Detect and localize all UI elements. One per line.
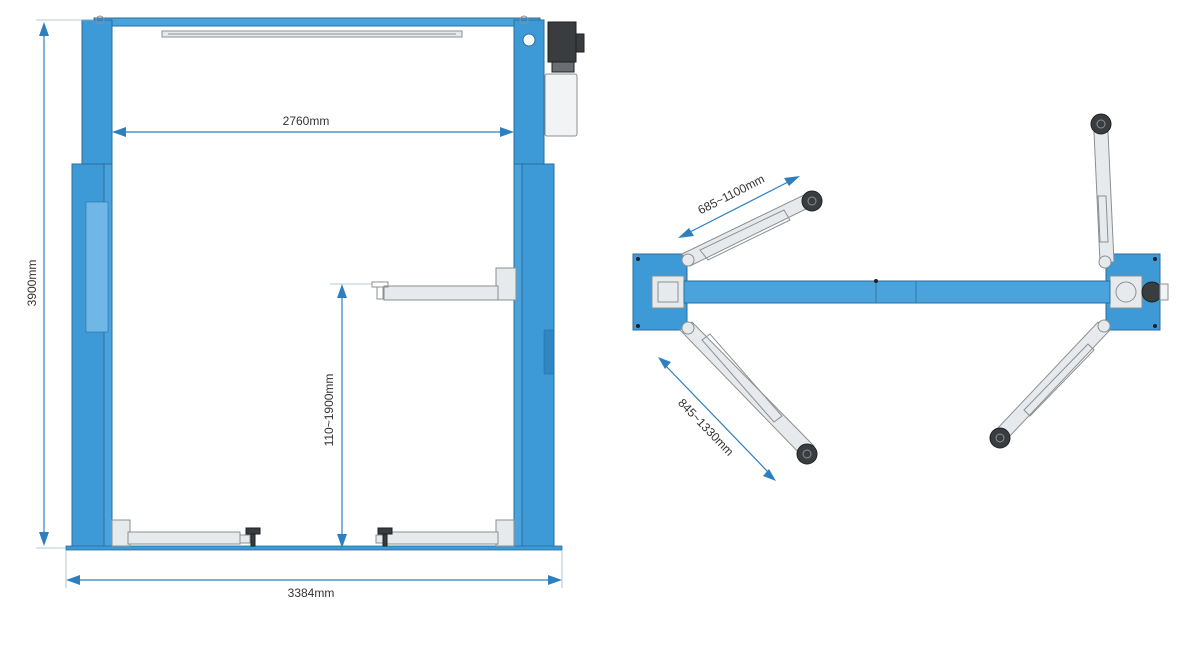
left-column-panel: [85, 201, 109, 333]
motor-icon: [547, 21, 577, 63]
overhead-beam: [93, 17, 541, 27]
front-dimensions: 3900mm 2760mm 110~1900mm 3384mm: [25, 19, 563, 600]
top-overhead-beam: [683, 280, 1111, 304]
top-left-upper-arm: [681, 190, 823, 267]
arm-pad-icon: [989, 427, 1011, 449]
top-right-lower-arm: [989, 319, 1111, 449]
front-view: [65, 15, 585, 551]
lift-height-label: 110~1900mm: [322, 374, 336, 447]
top-left-lower-arm: [679, 321, 818, 465]
base-plate: [65, 545, 563, 551]
left-floor-arm: [111, 519, 261, 547]
oil-reservoir-icon: [544, 73, 578, 137]
arm-pad-icon: [1090, 113, 1112, 135]
overall-width-label: 3384mm: [288, 586, 335, 600]
lift-logo-icon: [522, 33, 536, 47]
raised-arm: [371, 267, 517, 301]
arm-long-label: 845~1330mm: [675, 396, 736, 459]
top-motor-icon: [1141, 281, 1163, 303]
height-total-label: 3900mm: [25, 260, 39, 307]
left-column-upper: [81, 19, 113, 166]
right-floor-arm: [375, 519, 515, 547]
arm-pad-icon: [796, 443, 818, 465]
arm-pad-icon: [801, 190, 823, 212]
top-right-upper-arm: [1090, 113, 1115, 269]
inner-width-label: 2760mm: [283, 114, 330, 128]
top-view: [632, 113, 1169, 465]
